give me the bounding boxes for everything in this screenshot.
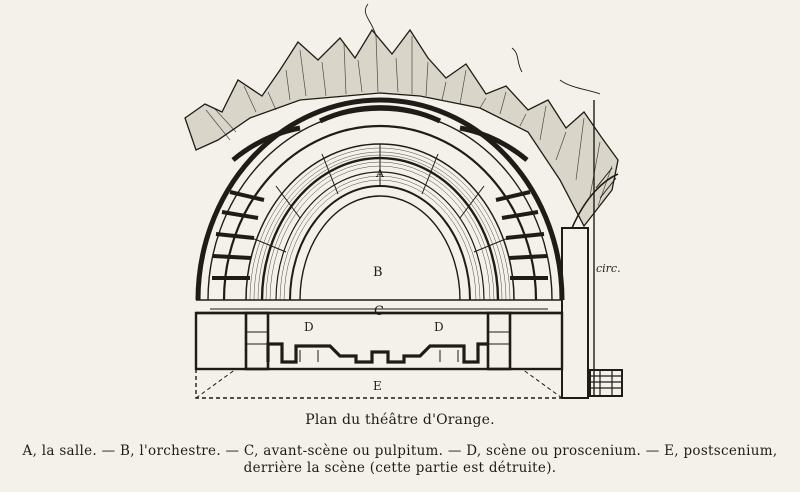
label-d-left: D xyxy=(304,320,314,334)
radial-aisles xyxy=(251,144,509,253)
side-room-left xyxy=(244,311,270,371)
figure-legend: A, la salle. — B, l'orchestre. — C, avan… xyxy=(18,443,782,477)
postscenium-diagonal xyxy=(521,368,563,399)
orchestra xyxy=(299,195,461,301)
rock-crack xyxy=(559,79,601,95)
label-a: A xyxy=(375,167,385,180)
theatre-plan-drawing: A B C D D E circ. xyxy=(184,3,623,399)
side-arch xyxy=(571,173,619,229)
tier-line xyxy=(275,171,485,301)
rock-crack xyxy=(511,47,523,73)
label-b: B xyxy=(373,265,383,280)
side-room-right xyxy=(486,311,512,371)
label-d-right: D xyxy=(434,320,444,334)
scenae-frons xyxy=(266,342,488,364)
radial-blocks xyxy=(212,190,548,280)
hillside-hatching xyxy=(205,35,613,207)
rock-crack xyxy=(364,3,377,37)
postscenium-diagonal xyxy=(195,368,237,399)
figure-caption: Plan du théâtre d'Orange. xyxy=(305,412,495,428)
tier-line xyxy=(289,185,471,301)
gallery-chambers xyxy=(231,105,529,162)
upper-gallery xyxy=(222,124,538,301)
outer-wall xyxy=(195,97,565,301)
hillside-rock xyxy=(184,28,619,228)
legend-line-1: A, la salle. — B, l'orchestre. — C, avan… xyxy=(22,443,778,459)
side-stair xyxy=(589,369,623,397)
side-corridor xyxy=(561,227,589,399)
stage-building xyxy=(194,311,564,371)
label-c: C xyxy=(374,304,384,319)
legend-line-2: derrière la scène (cette partie est détr… xyxy=(243,460,557,476)
label-circ: circ. xyxy=(596,262,621,275)
label-e: E xyxy=(373,379,382,393)
